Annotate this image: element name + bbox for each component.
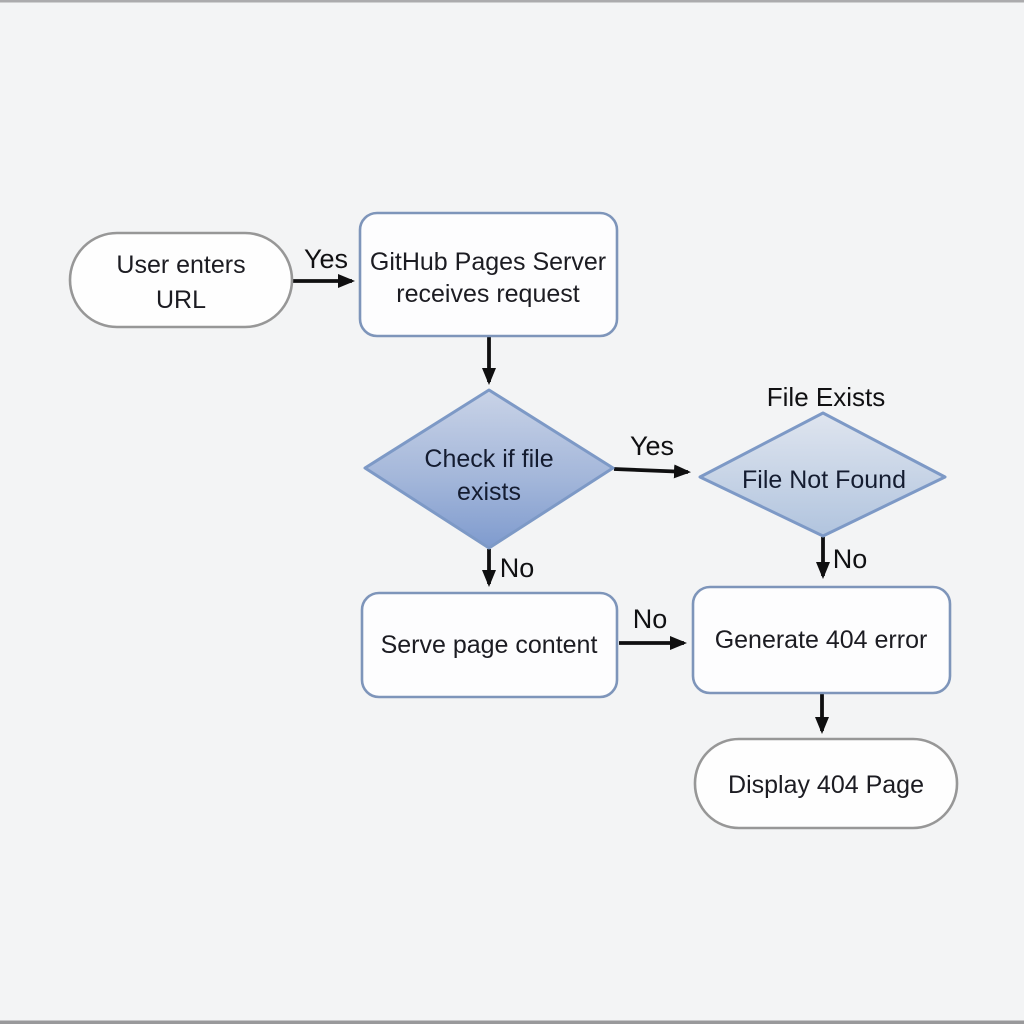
server-node-label-line1: GitHub Pages Server [370,248,606,276]
not-found-node-shape [698,411,947,538]
check-node-label-line1: Check if file [424,445,553,473]
check-node-label-line2: exists [457,478,521,506]
generate-node-label: Generate 404 error [715,626,928,654]
node-display: Display 404 Page [693,737,959,830]
display-node-label: Display 404 Page [728,771,924,799]
edge-label-no-serve: No [633,604,668,634]
edge-label-yes-start: Yes [304,244,348,274]
top-edge-line [0,0,1024,3]
start-node-label-line1: User enters [116,251,245,279]
display-node-shape [693,737,959,830]
edge-labels: Yes Yes No No No File Exists [304,244,885,634]
arrow-check-to-notfound [613,464,691,479]
serve-node-label: Serve page content [381,631,598,659]
node-generate: Generate 404 error [691,585,952,695]
node-serve: Serve page content [360,591,619,699]
start-node-shape [68,231,294,329]
node-not-found: File Not Found [698,411,947,538]
node-check: Check if file exists [363,388,615,550]
server-node-shape [358,211,619,338]
check-node-shape [363,388,615,550]
edge-label-no-notfound: No [833,544,868,574]
annotation-file-exists: File Exists [767,382,885,412]
node-start: User enters URL [68,231,294,329]
bottom-edge-line [0,1020,1024,1024]
edge-label-no-check: No [500,553,535,583]
generate-node-shape [691,585,952,695]
edges [293,274,830,734]
server-node-label-line2: receives request [396,280,579,308]
edge-label-yes-check: Yes [630,431,674,461]
node-server: GitHub Pages Server receives request [358,211,619,338]
start-node-label-line2: URL [156,286,206,314]
serve-node-shape [360,591,619,699]
not-found-node-label: File Not Found [742,466,906,494]
